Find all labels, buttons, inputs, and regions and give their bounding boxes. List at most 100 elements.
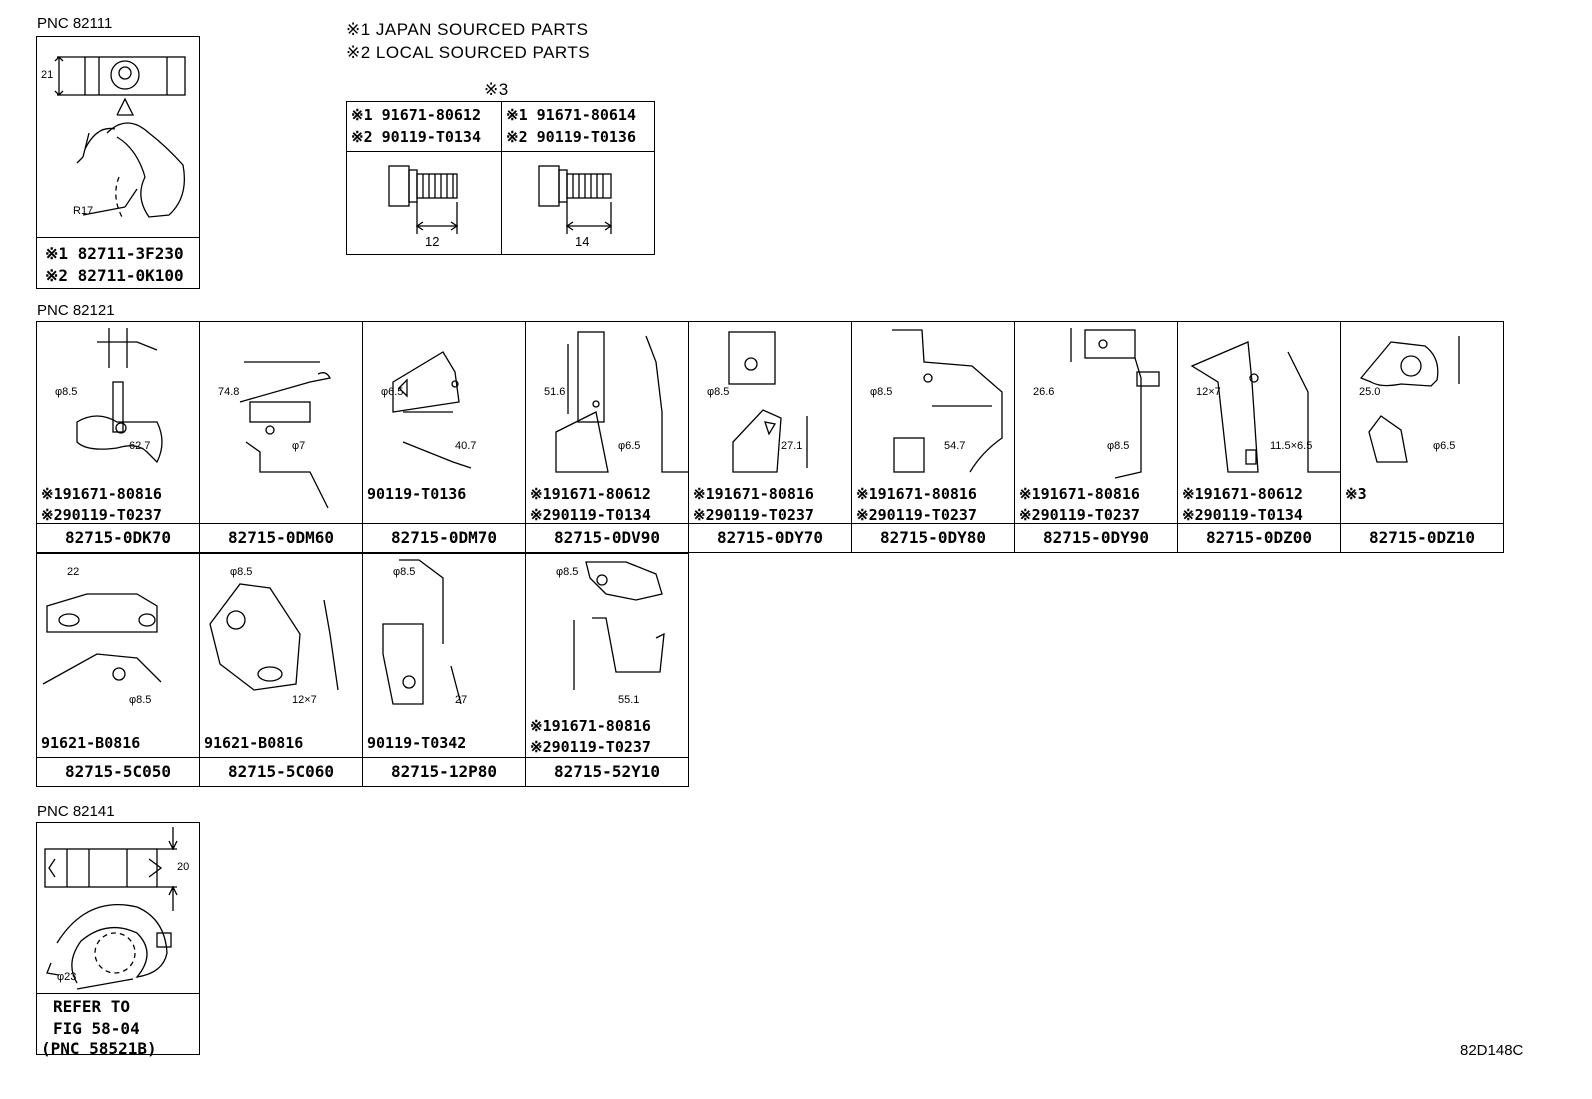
bracket-part-number: 82715-0DM60 bbox=[200, 523, 362, 552]
bracket-cell-82715-12p80: φ8.5 27 90119-T0342 82715-12P80 bbox=[362, 553, 526, 787]
note-local-sourced: ※2 LOCAL SOURCED PARTS bbox=[346, 43, 591, 62]
dimension-label: 54.7 bbox=[944, 440, 966, 452]
dimension-label: φ6.5 bbox=[618, 440, 641, 452]
dimension-label: φ6.5 bbox=[1433, 440, 1456, 452]
dim-height: 21 bbox=[41, 69, 54, 81]
dimension-label: 40.7 bbox=[455, 440, 477, 452]
bracket-part-number: 82715-0DZ00 bbox=[1178, 523, 1340, 552]
bracket-drawing bbox=[1070, 328, 1160, 479]
bolt-part-2: ※290119-T0134 bbox=[1182, 506, 1303, 524]
bolt-table-label: ※3 bbox=[484, 80, 509, 99]
dim-radius: R17 bbox=[73, 205, 94, 217]
col1-japan-part: ※1 91671-80612 bbox=[351, 106, 481, 124]
bolt-part-1: ※3 bbox=[1345, 485, 1367, 503]
bracket-part-number: 82715-52Y10 bbox=[526, 757, 688, 786]
dimension-label: φ8.5 bbox=[707, 386, 730, 398]
bracket-part-number: 82715-0DM70 bbox=[363, 523, 525, 552]
dimension-label: φ8.5 bbox=[556, 566, 579, 578]
bracket-drawing bbox=[728, 331, 808, 473]
bracket-part-number: 82715-5C050 bbox=[37, 757, 199, 786]
col1-dim: 12 bbox=[425, 234, 440, 249]
bracket-part-number: 82715-0DY70 bbox=[689, 523, 851, 552]
bracket-drawing bbox=[892, 329, 1003, 473]
bolt-drawings bbox=[388, 165, 613, 234]
bracket-cell-82715-5c050: 22 φ8.5 91621-B0816 82715-5C050 bbox=[36, 553, 200, 787]
bracket-drawing bbox=[573, 561, 665, 690]
bolt-part-1: ※191671-80816 bbox=[530, 717, 651, 735]
dimension-label: 22 bbox=[67, 566, 80, 578]
pnc-82141-label: PNC 82141 bbox=[37, 803, 115, 820]
col1-local-part: ※2 90119-T0134 bbox=[351, 128, 481, 146]
figure-code: 82D148C bbox=[1460, 1042, 1524, 1059]
bracket-drawing bbox=[42, 593, 162, 685]
part-number-japan: ※1 82711-3F230 bbox=[45, 244, 184, 263]
dimension-label: φ6.5 bbox=[381, 386, 404, 398]
bolt-part-1: 91621-B0816 bbox=[204, 734, 304, 752]
bolt-part-1: 91621-B0816 bbox=[41, 734, 141, 752]
bolt-part-1: ※191671-80816 bbox=[856, 485, 977, 503]
bracket-part-number: 82715-12P80 bbox=[363, 757, 525, 786]
dim-diameter: φ23 bbox=[57, 971, 77, 983]
bracket-drawing bbox=[1359, 336, 1460, 463]
dimension-label: φ8.5 bbox=[870, 386, 893, 398]
refer-line-3: (PNC 58521B) bbox=[41, 1039, 157, 1058]
dimension-label: φ8.5 bbox=[1107, 440, 1130, 452]
bolt-part-2: ※290119-T0237 bbox=[693, 506, 814, 524]
bolt-part-2: ※290119-T0134 bbox=[530, 506, 651, 524]
pnc-82111-box: 21 R17 ※1 82711-3F230 ※2 82711-0K100 bbox=[36, 36, 200, 289]
note-japan-sourced: ※1 JAPAN SOURCED PARTS bbox=[346, 20, 589, 39]
bolt-part-1: ※191671-80612 bbox=[530, 485, 651, 503]
dimension-label: 25.0 bbox=[1359, 386, 1381, 398]
refer-line-2: FIG 58-04 bbox=[53, 1019, 140, 1038]
dimension-label: 26.6 bbox=[1033, 386, 1055, 398]
dimension-label: φ8.5 bbox=[129, 694, 152, 706]
dimension-label: φ8.5 bbox=[230, 566, 253, 578]
part-number-local: ※2 82711-0K100 bbox=[45, 266, 184, 285]
dimension-label: 55.1 bbox=[618, 694, 640, 706]
col2-japan-part: ※1 91671-80614 bbox=[506, 106, 636, 124]
dimension-label: 27.1 bbox=[781, 440, 803, 452]
bolt-part-1: ※191671-80816 bbox=[41, 485, 162, 503]
clamp-82111-drawing bbox=[54, 56, 186, 220]
bracket-part-number: 82715-0DK70 bbox=[37, 523, 199, 552]
col2-local-part: ※2 90119-T0136 bbox=[506, 128, 636, 146]
bracket-part-number: 82715-0DY80 bbox=[852, 523, 1014, 552]
bracket-drawing bbox=[239, 361, 331, 509]
bracket-part-number: 82715-0DV90 bbox=[526, 523, 688, 552]
bolt-part-2: ※290119-T0237 bbox=[41, 506, 162, 524]
clamp-82141-drawing bbox=[44, 827, 178, 990]
dimension-label: φ7 bbox=[292, 440, 306, 452]
bracket-cell-82715-0dm70: φ6.5 40.7 90119-T0136 82715-0DM70 bbox=[362, 321, 526, 553]
bracket-part-number: 82715-0DY90 bbox=[1015, 523, 1177, 552]
dimension-label: 27 bbox=[455, 694, 468, 706]
bolt-part-1: ※191671-80612 bbox=[1182, 485, 1303, 503]
dim-height: 20 bbox=[177, 861, 190, 873]
dimension-label: 12×7 bbox=[292, 694, 317, 706]
pnc-82111-label: PNC 82111 bbox=[37, 15, 113, 32]
dimension-label: 74.8 bbox=[218, 386, 240, 398]
bolt-part-2: ※290119-T0237 bbox=[856, 506, 977, 524]
dimension-label: φ8.5 bbox=[393, 566, 416, 578]
pnc-82121-label: PNC 82121 bbox=[37, 302, 115, 319]
bracket-drawing bbox=[392, 351, 472, 469]
dimension-label: 11.5×6.5 bbox=[1270, 440, 1313, 452]
bolt-part-1: 90119-T0136 bbox=[367, 485, 467, 503]
bracket-drawing bbox=[209, 583, 339, 691]
bolt-part-1: 90119-T0342 bbox=[367, 734, 467, 752]
bolt-part-2: ※290119-T0237 bbox=[530, 738, 651, 756]
bracket-drawing bbox=[1190, 341, 1340, 473]
bracket-drawing bbox=[382, 559, 462, 705]
dimension-label: 51.6 bbox=[544, 386, 566, 398]
bolt-part-1: ※191671-80816 bbox=[693, 485, 814, 503]
bolt-part-1: ※191671-80816 bbox=[1019, 485, 1140, 503]
pnc-82141-box: 20 φ23 REFER TO FIG 58-04 (PNC 58521B) bbox=[36, 822, 200, 1058]
